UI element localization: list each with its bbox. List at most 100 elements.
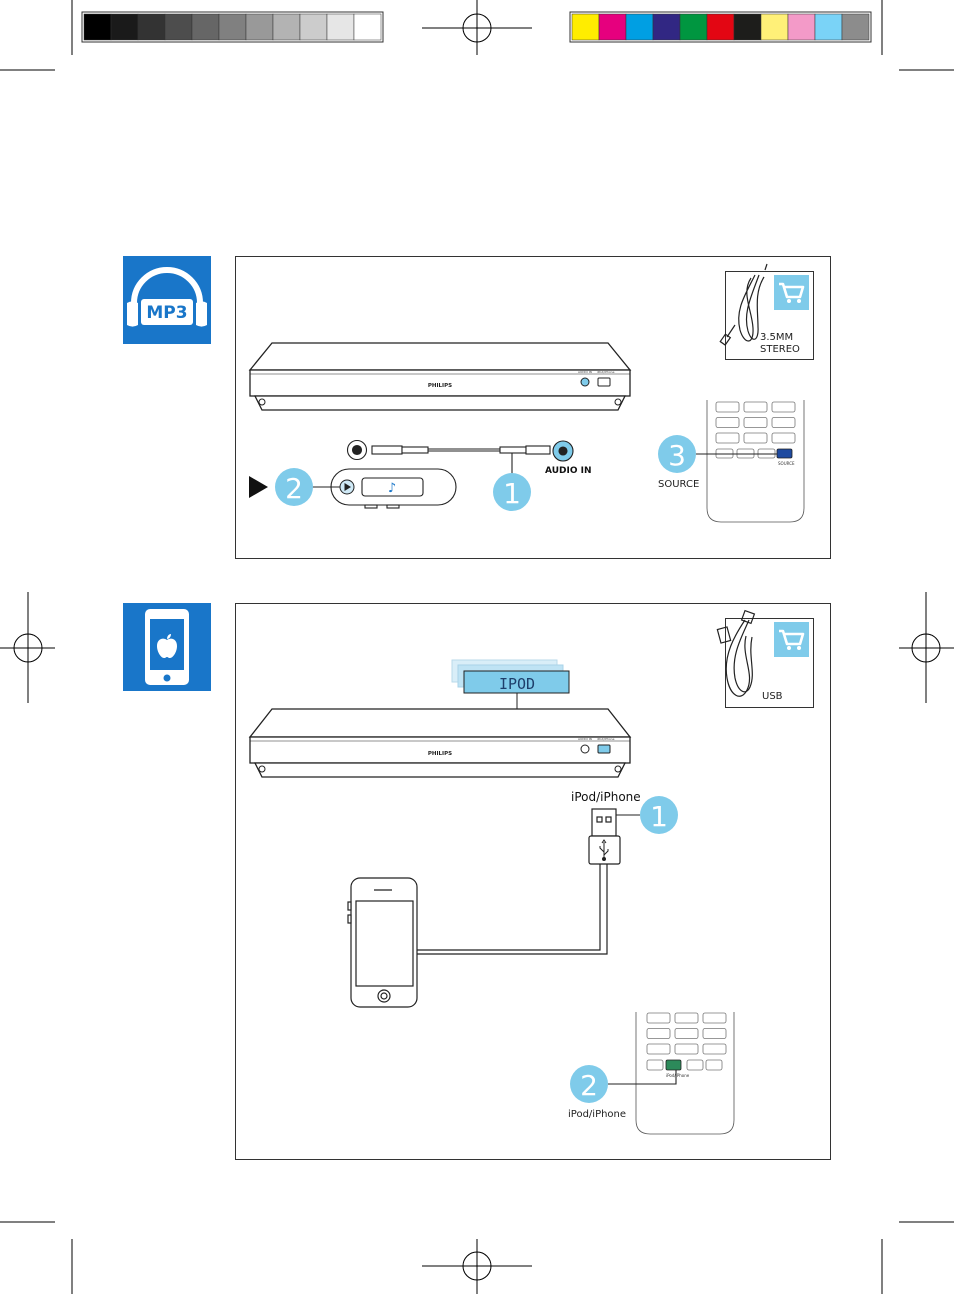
- stereo-cable-icon: [719, 263, 768, 346]
- gray-swatch: [326, 13, 355, 41]
- step-2-number: 2: [285, 472, 303, 505]
- remote-ipod-key: [665, 1059, 682, 1071]
- remote-key: [771, 417, 796, 428]
- color-swatch: [841, 13, 870, 41]
- remote-ipod-key-label: iPod/iPhone: [666, 1073, 690, 1078]
- player-audio-in-jack: [580, 744, 590, 754]
- color-swatch: [679, 13, 708, 41]
- mp3-tile: MP3: [123, 256, 211, 344]
- player-usb-port: [597, 377, 611, 387]
- player-brand-logo: PHILIPS: [428, 383, 452, 389]
- gray-swatch: [218, 13, 247, 41]
- usb-plug: [417, 808, 621, 955]
- ipod-display-badge: IPOD: [451, 659, 570, 737]
- blu-ray-player: PHILIPS AUDIO IN iPod/iPhone: [248, 342, 632, 411]
- remote-ipod-label: iPod/iPhone: [568, 1109, 626, 1120]
- player-brand-logo: PHILIPS: [428, 751, 452, 757]
- step-2-callout: 2: [275, 468, 313, 506]
- remote-key: [715, 432, 740, 444]
- play-button: [339, 479, 355, 495]
- remote-key: [705, 1059, 723, 1071]
- panel-audio-in: 3.5MM STEREO PHILIPS AUDIO IN iPod/iPhon…: [235, 256, 831, 559]
- remote-source-key-label: SOURCE: [778, 461, 795, 466]
- color-frame: [569, 11, 872, 43]
- player-usb-port: [597, 744, 611, 754]
- play-icon: [344, 483, 351, 491]
- remote-key: [743, 401, 768, 413]
- gray-swatch: [272, 13, 301, 41]
- color-swatch: [814, 13, 843, 41]
- iphone-apple-icon: [145, 609, 189, 685]
- iphone-tile: [123, 603, 211, 691]
- accessory-box-stereo-cable: 3.5MM STEREO: [719, 263, 814, 360]
- accessory-box-usb-cable: USB: [716, 609, 814, 708]
- registration-mark-left: [0, 592, 55, 703]
- gray-swatch: [299, 13, 328, 41]
- color-swatch: [733, 13, 762, 41]
- remote-key: [771, 432, 796, 444]
- music-note-icon: ♪: [388, 481, 396, 496]
- audio-cable: AUDIO IN: [346, 439, 591, 476]
- iphone-device: [347, 877, 418, 1008]
- portable-audio-player: ♪: [330, 468, 457, 509]
- cable-label-line-2: STEREO: [760, 344, 800, 355]
- gray-swatch: [353, 13, 382, 41]
- color-swatch: [571, 13, 600, 41]
- step-2-number: 2: [580, 1069, 598, 1102]
- gray-swatch: [110, 13, 139, 41]
- color-swatch: [787, 13, 816, 41]
- remote-key: [674, 1012, 699, 1024]
- registration-mark-right: [899, 592, 954, 703]
- remote-key: [715, 417, 740, 428]
- registration-mark-top: [422, 0, 532, 55]
- usb-cable-label: USB: [762, 691, 783, 702]
- player-audio-in-jack: [580, 377, 590, 387]
- blu-ray-player: PHILIPS AUDIO IN iPod/iPhone: [248, 708, 632, 778]
- remote-source-key: [776, 448, 793, 459]
- color-swatch: [652, 13, 681, 41]
- gray-swatch: [245, 13, 274, 41]
- remote-key: [715, 401, 740, 413]
- step-1-number: 1: [650, 800, 668, 833]
- remote-key: [646, 1043, 671, 1055]
- player-front-label-ipod: iPod/iPhone: [597, 370, 615, 374]
- gray-swatch: [137, 13, 166, 41]
- headphones-mp3-icon: MP3: [127, 267, 207, 327]
- remote-key: [646, 1059, 664, 1071]
- step-2-callout: 2: [570, 1065, 608, 1103]
- remote-key: [674, 1043, 699, 1055]
- usb-cable-icon: [716, 609, 756, 697]
- color-swatch: [625, 13, 654, 41]
- remote-key: [743, 432, 768, 444]
- usb-port-label: iPod/iPhone: [571, 790, 641, 804]
- player-front-label-audio-in: AUDIO IN: [578, 370, 592, 374]
- player-front-label-audio-in: AUDIO IN: [578, 737, 592, 741]
- remote-key: [646, 1028, 671, 1039]
- step-3-number: 3: [668, 439, 686, 472]
- gray-swatch: [83, 13, 112, 41]
- step-1-number: 1: [503, 477, 521, 510]
- color-swatch: [760, 13, 789, 41]
- remote-key: [686, 1059, 704, 1071]
- audio-in-label: AUDIO IN: [545, 466, 591, 476]
- play-arrow-icon: [249, 476, 268, 498]
- registration-mark-bottom: [422, 1239, 532, 1294]
- gray-swatch: [191, 13, 220, 41]
- remote-key: [702, 1043, 727, 1055]
- mp3-tile-label: MP3: [146, 303, 187, 323]
- color-swatch: [598, 13, 627, 41]
- grayscale-calibration-bar: [81, 11, 384, 43]
- color-calibration-bar: [569, 11, 872, 43]
- remote-key: [646, 1012, 671, 1024]
- cable-label-line-1: 3.5MM: [760, 332, 793, 343]
- remote-key: [771, 401, 796, 413]
- remote-key: [674, 1028, 699, 1039]
- remote-control: iPod/iPhone: [635, 1012, 735, 1135]
- color-swatch: [706, 13, 735, 41]
- step-3-callout: 3: [658, 435, 696, 473]
- remote-key: [702, 1012, 727, 1024]
- remote-control: SOURCE: [706, 400, 805, 523]
- usb-symbol-icon: [599, 839, 609, 861]
